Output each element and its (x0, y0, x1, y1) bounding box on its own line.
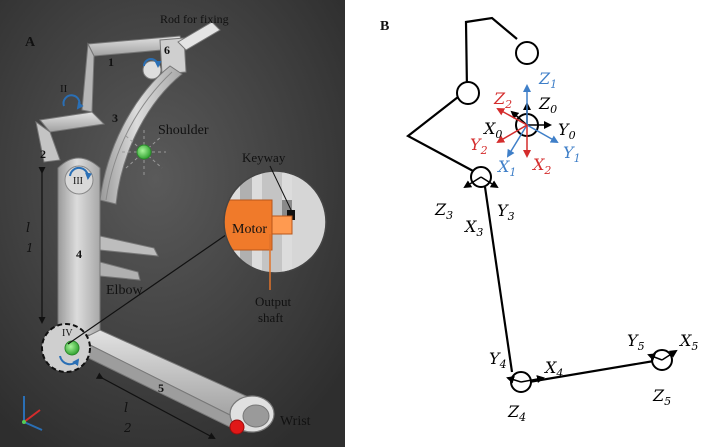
keyway-leader (269, 165, 293, 213)
length-l2-line (95, 372, 216, 439)
length-l2-subscript: 2 (123, 421, 132, 435)
label-y0: Y0 (558, 120, 576, 142)
length-l1-subscript: 1 (26, 241, 34, 255)
wrist-label: Wrist (280, 414, 311, 429)
rod-for-fixing (177, 21, 221, 51)
axis-y5 (647, 353, 663, 361)
motor-label: Motor (232, 222, 267, 237)
panel-a: A Rod for fixing Shoulder Elbow Wrist Ke… (0, 0, 345, 447)
rod-for-fixing-label: Rod for fixing (160, 12, 229, 26)
length-l2-symbol: l (124, 401, 128, 416)
label-z5: Z5 (652, 386, 671, 408)
link-elbow-to-wrist (528, 359, 655, 384)
label-z2: Z2 (493, 89, 512, 111)
wrist-cuff-hole (242, 404, 270, 428)
label-z4: Z4 (507, 402, 526, 424)
part-number-1: 1 (108, 55, 114, 69)
axis-z2 (496, 108, 528, 126)
joint-numeral-iv: IV (62, 328, 73, 339)
elbow-label: Elbow (106, 283, 143, 298)
motor-body (224, 199, 273, 251)
panel-b: B Z1 Z0 Z2 (380, 16, 698, 424)
axis-y1 (526, 124, 559, 143)
axis-x1 (506, 124, 528, 158)
label-x5: X5 (678, 331, 698, 353)
link-shoulder-to-elbow (483, 186, 514, 373)
axis-triad-icon (22, 396, 43, 431)
inset-leader-line (67, 227, 237, 345)
motor-inset (223, 165, 327, 290)
label-y1: Y1 (563, 143, 581, 165)
label-y4: Y4 (489, 349, 507, 371)
shoulder-arc-rail (99, 65, 183, 205)
label-z1: Z1 (538, 69, 557, 91)
axis-y3 (480, 176, 499, 189)
frame-link-2 (35, 120, 61, 163)
label-y5: Y5 (627, 331, 645, 353)
shoulder-arc-rail-inner (105, 71, 173, 201)
label-x4: X4 (543, 358, 563, 380)
axis-x4 (520, 375, 545, 384)
rotation-arrow-iii-icon (69, 167, 93, 180)
label-x0: X0 (482, 119, 502, 141)
label-y3: Y3 (497, 201, 515, 223)
axis-y4 (506, 375, 522, 384)
panel-a-label: A (25, 35, 36, 50)
shoulder-frame (35, 21, 221, 205)
label-z0: Z0 (538, 94, 557, 116)
label-x1: X1 (496, 157, 516, 179)
part-number-6: 6 (164, 43, 170, 57)
part-number-5: 5 (158, 381, 164, 395)
inset-border (223, 170, 327, 274)
joint-circle-2 (456, 81, 480, 105)
part-number-3: 3 (112, 111, 118, 125)
rotation-arrow-rod-icon (143, 58, 162, 68)
label-x3: X3 (463, 217, 483, 239)
rotation-arrow-iv-icon (59, 355, 80, 367)
shoulder-green-marker (136, 144, 152, 160)
keyway-label: Keyway (242, 150, 286, 165)
elbow-green-marker (64, 340, 80, 356)
part-number-2: 2 (40, 147, 46, 161)
kinematic-chain-upper (405, 16, 518, 173)
panel-b-label: B (380, 19, 389, 34)
forearm-support-bracket-low (99, 261, 141, 281)
label-z3: Z3 (434, 200, 453, 222)
shoulder-center (122, 130, 166, 176)
rotation-arrow-ii-icon (62, 94, 84, 110)
joint-numeral-iii: III (73, 176, 83, 187)
output-shaft-label-2: shaft (258, 310, 284, 325)
upper-arm-body (57, 157, 101, 336)
upper-arm (57, 157, 159, 336)
axis-y2 (496, 124, 528, 144)
forearm-support-bracket (99, 235, 159, 257)
part-number-4: 4 (76, 247, 82, 261)
axis-x5 (661, 349, 678, 361)
label-y2: Y2 (470, 135, 488, 157)
label-x2: X2 (531, 155, 551, 177)
length-l1-symbol: l (26, 221, 30, 236)
joint-numeral-ii: II (60, 83, 68, 95)
frame-horizontal-link (39, 111, 106, 133)
wrist-red-marker (229, 419, 245, 435)
joint-circle-1 (515, 41, 539, 65)
output-shaft-label-1: Output (255, 294, 292, 309)
shoulder-label: Shoulder (158, 123, 209, 138)
inset-keyway-slot (287, 210, 295, 220)
axis-z3 (463, 176, 482, 189)
